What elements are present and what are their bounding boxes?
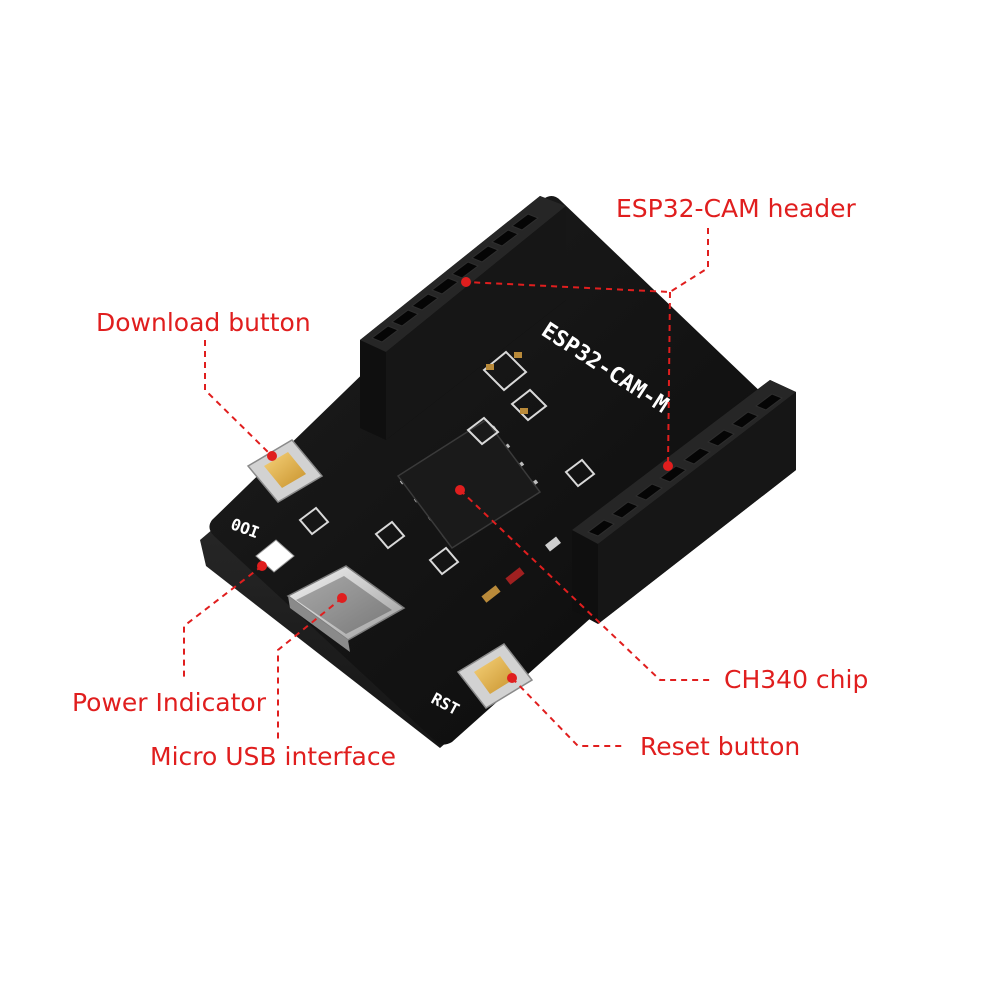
leader-power (183, 565, 263, 680)
leader-esp32-header (465, 228, 709, 294)
smd-pads (481, 352, 561, 603)
callout-micro-usb: Micro USB interface (150, 742, 396, 771)
leader-ch340 (459, 489, 712, 681)
callout-esp32-header: ESP32-CAM header (616, 194, 856, 223)
callout-download-button: Download button (96, 308, 311, 337)
smd-components (298, 350, 596, 576)
reset-button[interactable] (456, 643, 534, 709)
download-button[interactable] (246, 439, 324, 503)
esp32-header-left (360, 196, 566, 440)
leader-download (204, 340, 273, 457)
callout-ch340: CH340 chip (724, 665, 869, 694)
leader-dots (257, 277, 673, 683)
micro-usb-connector (286, 565, 406, 652)
callout-reset-button: Reset button (640, 732, 801, 761)
leader-header-right (667, 291, 671, 467)
esp32-header-right (572, 380, 796, 624)
ch340-chip (396, 418, 542, 550)
leader-lines (183, 228, 712, 747)
leader-usb (277, 597, 343, 740)
callout-power-indicator: Power Indicator (72, 688, 267, 717)
leader-reset (511, 677, 626, 747)
